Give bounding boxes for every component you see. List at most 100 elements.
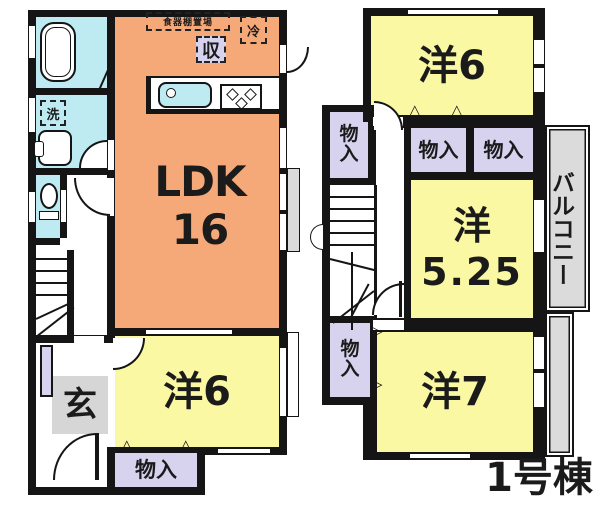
stair-tread (330, 196, 374, 198)
western6-1f-label: 洋6 (163, 368, 231, 415)
window (410, 454, 470, 458)
closet-door-marker-icon: ▷ (371, 375, 383, 393)
room-western525 (411, 180, 533, 318)
wall-segment (28, 168, 115, 175)
back-door-opening (280, 45, 286, 73)
wall-segment (28, 487, 205, 495)
window (29, 26, 35, 58)
kitchen-sink-icon (158, 82, 212, 108)
door-opening (61, 190, 66, 222)
wall-segment (322, 105, 376, 112)
closet-2f-d (330, 323, 370, 397)
closet-2f-a (411, 128, 466, 172)
western525-label: 洋 5.25 (411, 180, 533, 318)
western525-name: 洋 (452, 204, 491, 248)
stair-tread (330, 244, 374, 246)
closet-2f-b (474, 128, 533, 172)
wall-segment (107, 447, 205, 453)
entrance-door-leaf (95, 433, 99, 480)
closet-door-marker-icon: ▷ (371, 322, 383, 340)
ldk-label: LDK 16 (140, 150, 260, 262)
wall-segment (322, 105, 330, 405)
wall-segment (363, 397, 377, 460)
entrance-area (52, 376, 108, 434)
stair-tread (36, 270, 67, 272)
laundry-label: 洗 (46, 107, 60, 123)
wall-segment (363, 8, 371, 122)
stair-tread (36, 294, 67, 296)
window (280, 348, 286, 416)
window (280, 128, 286, 168)
laundry-box: 洗 (40, 100, 66, 126)
bay-window-western6 (287, 332, 299, 417)
door-arc-entrance (53, 433, 97, 480)
closet-2f-c (330, 112, 368, 178)
bay-window-ldk (287, 168, 300, 252)
door-opening (108, 140, 114, 170)
closet-door-marker-icon: △ (451, 101, 463, 119)
window (408, 10, 498, 14)
wall-segment (322, 397, 377, 405)
window (534, 337, 544, 369)
western525-size: 5.25 (421, 250, 523, 294)
window (534, 68, 544, 92)
wall-segment (107, 447, 115, 495)
wall-segment (28, 88, 115, 95)
western7-door-leaf (399, 281, 402, 317)
ldk-size: 16 (171, 205, 229, 254)
window (534, 40, 544, 64)
burner-icon (235, 97, 248, 110)
room-western6-1f (115, 336, 279, 447)
wall-segment (28, 335, 115, 343)
closet-2f-c-label: 物入 (339, 123, 359, 165)
entrance-label: 玄 (63, 385, 97, 425)
wall-segment (404, 122, 411, 330)
door-opening (373, 320, 404, 330)
refrigerator-label: 冷 (246, 24, 260, 40)
closet-1f-label: 物入 (135, 457, 177, 482)
door-opening (74, 336, 104, 343)
wall-segment (28, 10, 36, 495)
door-opening (108, 178, 114, 216)
wall-segment (371, 318, 533, 332)
balcony-lower (545, 312, 574, 457)
western7-label: 洋7 (421, 369, 489, 415)
wall-segment (197, 447, 205, 495)
toilet-icon (40, 183, 58, 209)
wall-segment (371, 115, 533, 128)
balcony-label: バルコニー (547, 170, 574, 286)
closet-2f-b-label: 物入 (483, 138, 524, 162)
stair-center-line (351, 252, 353, 330)
faucet-icon (166, 88, 176, 98)
vanity-sink-icon (34, 130, 72, 166)
door-arc-ldk (74, 178, 110, 216)
door-arc-backdoor (287, 47, 309, 73)
wall-segment (322, 178, 376, 185)
wall-segment (368, 105, 376, 185)
stair-hall-arc (310, 224, 323, 250)
window (280, 214, 286, 250)
burner-icon (244, 88, 257, 101)
stair-tread (330, 220, 374, 222)
stair-tread (330, 232, 374, 234)
cupboard-label: 食器棚置場 (162, 18, 213, 28)
ldk-name: LDK (154, 157, 246, 206)
burner-icon (226, 88, 239, 101)
refrigerator-box: 冷 (240, 16, 267, 44)
closet-door-marker-icon: △ (121, 436, 133, 454)
wall-segment (67, 250, 74, 338)
room-ldk (115, 17, 279, 328)
wall-segment (374, 185, 377, 330)
room-western7 (377, 332, 533, 452)
wall-segment (404, 172, 533, 180)
stair-tread (330, 208, 374, 210)
stair-tread (36, 282, 67, 284)
closet-2f-a-label: 物入 (418, 138, 459, 162)
window (534, 373, 544, 407)
wall-segment (370, 316, 377, 403)
toilet-tank-icon (39, 211, 59, 220)
window (29, 98, 35, 132)
window (218, 449, 270, 453)
stair-tread (36, 258, 67, 260)
